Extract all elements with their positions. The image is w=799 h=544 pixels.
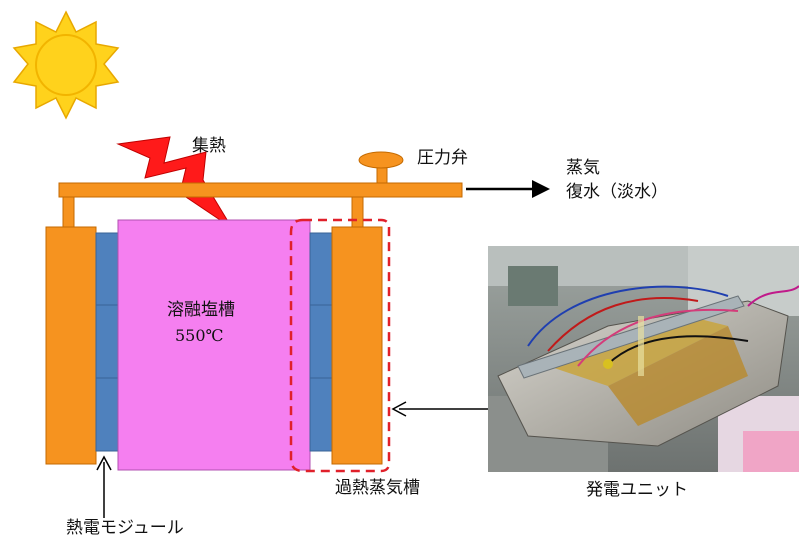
sun-icon: [12, 10, 120, 120]
valve-stem: [376, 165, 388, 184]
right-module-3: [309, 377, 333, 452]
molten-salt-tank: [117, 219, 311, 471]
superheated-steam-plate: [331, 226, 383, 465]
right-module-2: [309, 304, 333, 379]
thermoelectric-module-label: 熱電モジュール: [66, 518, 184, 538]
photo-pointer-head: [391, 401, 407, 417]
superheated-steam-tank-label: 過熱蒸気槽: [335, 478, 420, 498]
molten-salt-tank-label: 溶融塩槽: [167, 300, 235, 320]
left-down-pipe: [62, 196, 75, 228]
top-pipe: [58, 182, 463, 198]
pressure-valve-label: 圧力弁: [417, 148, 468, 168]
right-down-pipe: [351, 196, 364, 228]
heat-collection-label: 集熱: [192, 136, 226, 156]
left-module-1: [95, 232, 119, 306]
steam-label: 蒸気: [566, 158, 600, 178]
left-orange-plate: [45, 226, 97, 465]
output-arrow-head: [532, 180, 550, 198]
left-module-2: [95, 304, 119, 379]
module-pointer-head: [96, 455, 112, 471]
power-unit-photo: [488, 246, 799, 472]
condensate-label: 復水（淡水）: [566, 182, 668, 202]
power-unit-label: 発電ユニット: [586, 480, 688, 500]
left-module-3: [95, 377, 119, 452]
right-module-1: [309, 232, 333, 306]
superheated-steam-outline: [289, 218, 391, 473]
temperature-label: 550℃: [175, 326, 224, 345]
pressure-valve-icon: [358, 151, 404, 169]
